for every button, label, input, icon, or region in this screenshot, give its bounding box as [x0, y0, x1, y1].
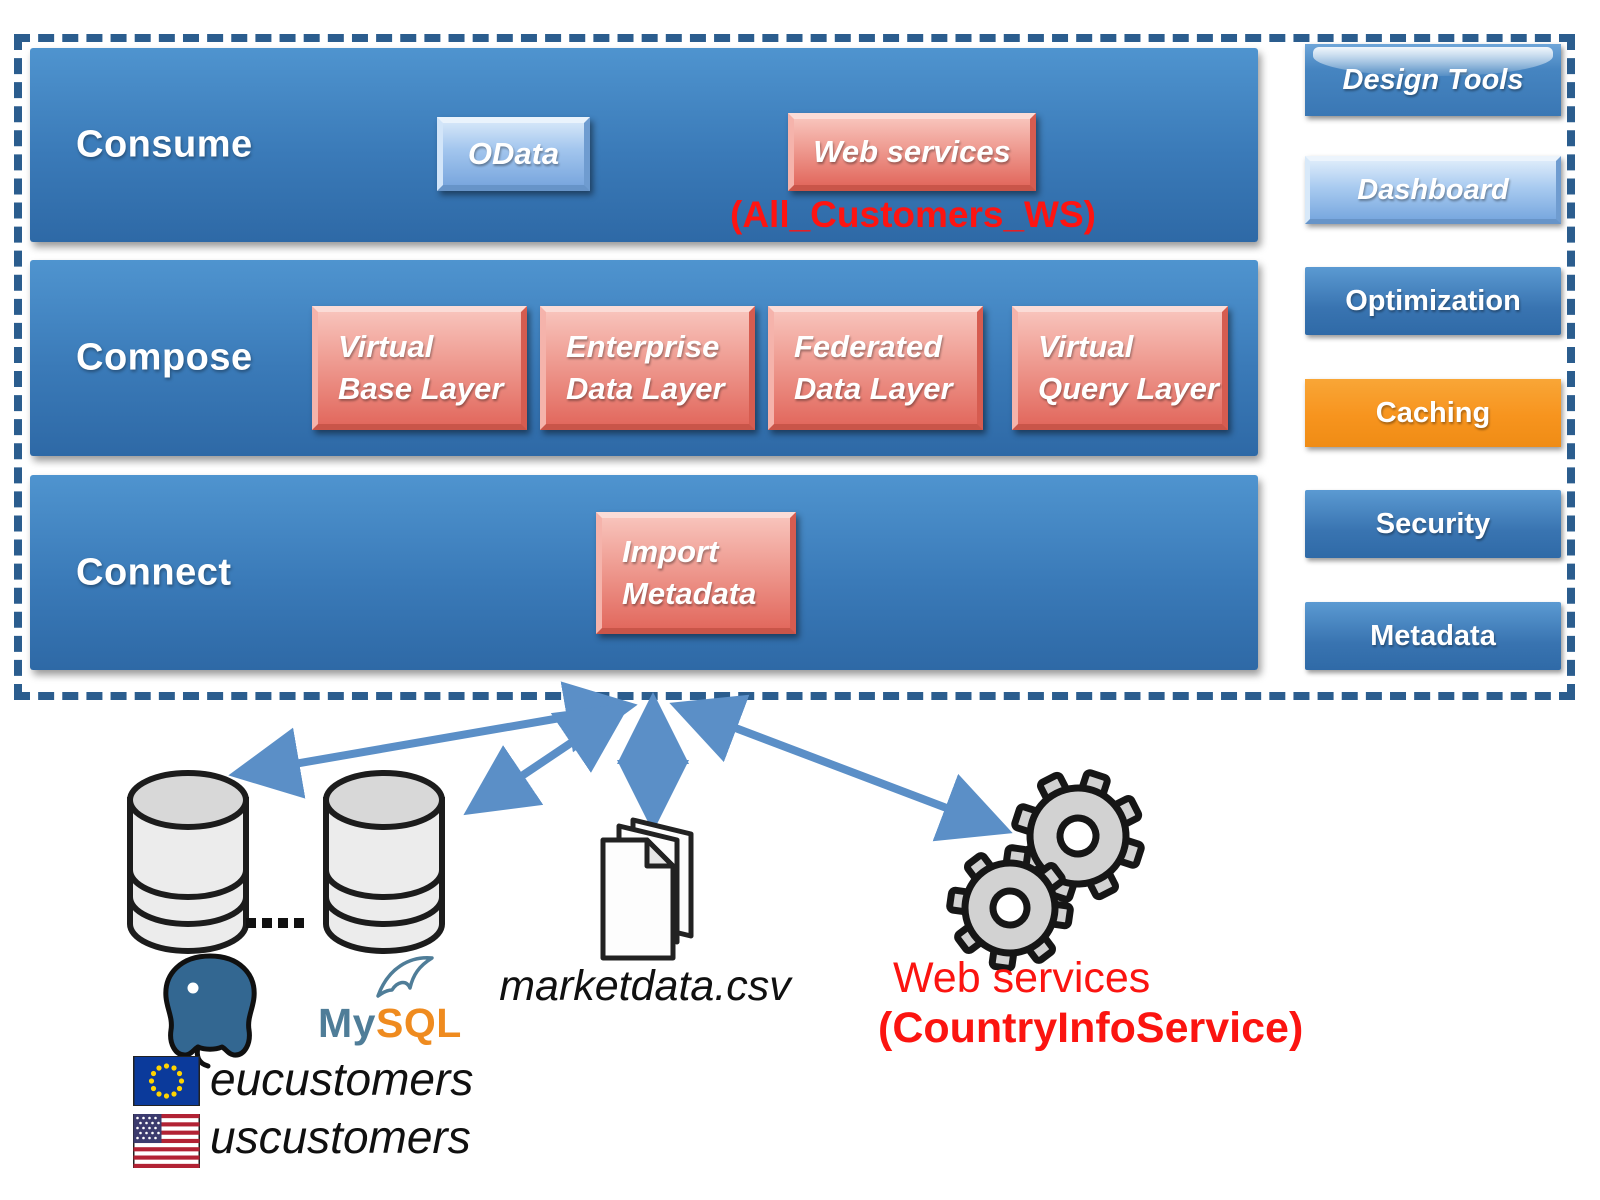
layer-consume: Consume OData Web services (All_Customer…	[30, 48, 1258, 242]
odata-button: OData	[437, 117, 590, 191]
csv-file-icon	[600, 817, 694, 961]
database-icon-eu	[127, 770, 249, 954]
layer-connect-label: Connect	[76, 551, 232, 593]
virtual-query-layer-button: Virtual Query Layer	[1012, 306, 1228, 430]
eucustomers-label: eucustomers	[210, 1053, 474, 1105]
marketdata-csv-label: marketdata.csv	[499, 962, 791, 1010]
web-services-source-label: Web services	[893, 954, 1151, 1002]
sidebar-metadata: Metadata	[1305, 602, 1561, 670]
enterprise-data-layer-button: Enterprise Data Layer	[540, 306, 755, 430]
country-info-service-caption: (CountryInfoService)	[878, 1004, 1304, 1052]
sidebar-dashboard: Dashboard	[1305, 156, 1561, 224]
web-services-button: Web services	[788, 113, 1036, 191]
database-icon-us	[323, 770, 445, 954]
sidebar-design-tools: Design Tools	[1305, 44, 1561, 116]
mysql-wordmark-my: My	[318, 1000, 376, 1046]
mysql-wordmark-sql: SQL	[375, 1000, 462, 1046]
layer-compose-label: Compose	[76, 336, 253, 379]
all-customers-ws-caption: (All_Customers_WS)	[730, 194, 1096, 235]
import-metadata-button: Import Metadata	[596, 512, 796, 634]
web-service-gears-icon	[946, 769, 1145, 972]
postgresql-icon	[163, 953, 257, 1069]
mysql-wordmark: MySQL	[318, 1000, 462, 1047]
virtual-base-layer-button: Virtual Base Layer	[312, 306, 527, 430]
mysql-dolphin-icon	[376, 956, 434, 998]
layer-compose: Compose Virtual Base Layer Enterprise Da…	[30, 260, 1258, 456]
layer-consume-label: Consume	[76, 123, 253, 166]
layer-connect: Connect Import Metadata	[30, 475, 1258, 670]
federated-data-layer-button: Federated Data Layer	[768, 306, 983, 430]
us-flag-icon	[133, 1114, 200, 1168]
eu-flag-icon	[133, 1056, 200, 1106]
arrow-to-db1	[228, 681, 638, 799]
arrow-to-db2	[463, 702, 631, 816]
sidebar-optimization: Optimization	[1305, 267, 1561, 335]
uscustomers-label: uscustomers	[210, 1111, 471, 1163]
database-ellipsis	[246, 918, 304, 928]
sidebar-security: Security	[1305, 490, 1561, 558]
sidebar-caching: Caching	[1305, 379, 1561, 447]
